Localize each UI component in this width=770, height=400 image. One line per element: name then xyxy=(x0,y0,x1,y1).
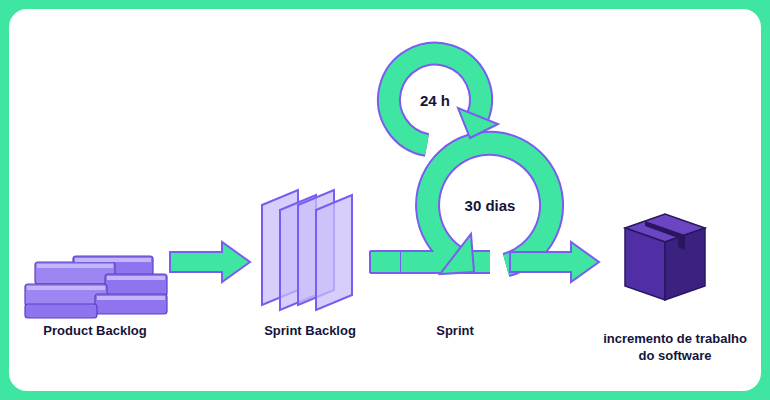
stage-label: Product Backlog xyxy=(43,322,146,340)
flow-arrow xyxy=(370,252,400,272)
flow-arrow xyxy=(510,242,599,282)
stage-node: Sprint xyxy=(400,150,510,340)
stage-label: Sprint Backlog xyxy=(264,322,356,340)
stage-node: Product Backlog xyxy=(20,240,170,340)
stage-node: incremento de trabalho do software xyxy=(599,205,751,365)
stage-label: incremento de trabalho do software xyxy=(602,330,748,365)
duration-label: 30 dias xyxy=(465,197,516,214)
flow-bar-outline xyxy=(370,251,400,273)
backlog-pages xyxy=(262,190,352,310)
flow-arrow xyxy=(170,242,250,282)
sprint-loops xyxy=(389,54,552,274)
duration-label: 24 h xyxy=(420,92,450,109)
stage-node: Sprint Backlog xyxy=(250,185,370,340)
stage-label: Sprint xyxy=(436,322,474,340)
increment-box xyxy=(625,214,705,300)
backlog-bricks xyxy=(25,256,167,318)
